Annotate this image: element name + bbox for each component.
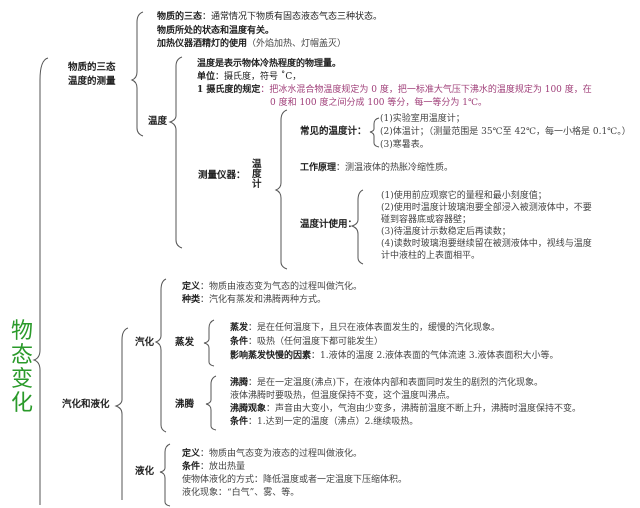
usage-line: (3)待温度计示数稳定后再读数； (381, 227, 511, 237)
bold-term: 条件 (182, 462, 201, 472)
bold-term: 加热仪器酒精灯的使用 (157, 39, 248, 49)
bold-term: 1 摄氏度的规定 (197, 85, 261, 95)
char: 计 (252, 179, 262, 190)
temperature-label: 温度 (148, 116, 168, 127)
usage-line: (4)读数时玻璃泡要继续留在被测液体中，视线与温度 (381, 239, 592, 249)
bold-term: 种类 (182, 295, 201, 305)
page-title: 物 态 变 化 (10, 320, 34, 416)
evaporation-line: 蒸发：是在任何温度下，且只在液体表面发生的，缓慢的汽化现象。 (230, 322, 500, 334)
bold-term: 定义 (182, 282, 201, 292)
bold-term: 工作原理 (300, 163, 337, 173)
title-char: 态 (10, 343, 33, 368)
boiling-line: 液体沸腾时要吸热，但温度保持不变，这个温度叫沸点。 (230, 391, 456, 401)
char: 度 (252, 169, 262, 180)
desc: ：把冰水混合物温度规定为 0 度，把一标准大气压下沸水的温度规定为 100 度，… (260, 85, 592, 95)
boiling-line: 沸腾观象：声音由大变小，气泡由少变多，沸腾前温度不断上升，沸腾时温度保持不变。 (230, 403, 581, 415)
liquefaction-condition: 条件：放出热量 (182, 461, 245, 473)
bold-term: 条件 (230, 337, 249, 347)
celsius-rule-line1: 1 摄氏度的规定：把冰水混合物温度规定为 0 度，把一标准大气压下沸水的温度规定… (197, 84, 592, 96)
thermometer-vertical-label: 温 度 计 (252, 160, 262, 190)
title-char: 变 (10, 367, 33, 392)
evaporation-label: 蒸发 (175, 337, 195, 348)
liquefaction-definition: 定义：物质由气态变为液态的过程叫做液化。 (182, 448, 362, 460)
desc: ：是在一定温度(沸点)下，在液体内部和表面同时发生的剧烈的汽化现象。 (248, 378, 544, 388)
section1-label-line1: 物质的三态 (68, 62, 116, 73)
evaporation-line: 条件：吸热（任何温度下都可能发生） (230, 336, 383, 348)
usage-line: (1)使用前应观察它的量程和最小刻度值； (381, 191, 547, 201)
desc: ：通常情况下物质有固态液态气态三种状态。 (202, 12, 383, 22)
desc: ：摄氏度，符号 ˚C， (215, 72, 302, 82)
usage-line: 计中液柱的上表面相平。 (381, 251, 481, 261)
vaporization-definition: 定义：物质由液态变为气态的过程叫做汽化。 (182, 281, 362, 293)
celsius-rule-line2: 0 度和 100 度之间分成 100 等分，每一等分为 1℃。 (270, 98, 488, 108)
desc: ：吸热（任何温度下都可能发生） (248, 337, 384, 347)
title-char: 物 (10, 319, 33, 344)
desc: ：物质由气态变为液态的过程叫做液化。 (200, 449, 363, 459)
desc: ：物质由液态变为气态的过程叫做汽化。 (200, 282, 363, 292)
thermometer-usage-label: 温度计使用： (300, 219, 358, 230)
unit-line: 单位：摄氏度，符号 ˚C， (197, 71, 301, 83)
desc: ：测温液体的热胀冷缩性质。 (336, 163, 454, 173)
desc: ：是在任何温度下，且只在液体表面发生的，缓慢的汽化现象。 (248, 323, 501, 333)
title-char: 化 (10, 391, 33, 416)
bold-term: 物质所处的状态和温度有关。 (157, 26, 275, 36)
boiling-label: 沸腾 (175, 399, 195, 410)
three-states-line: 物质的三态：通常情况下物质有固态液态气态三种状态。 (157, 11, 382, 23)
bold-term: 物质的三态 (157, 12, 203, 22)
usage-line: (2)使用时温度计玻璃泡要全部浸入被测液体中，不要 (381, 203, 592, 213)
desc: ：1.达到一定的温度（沸点）2.继续吸热。 (248, 417, 419, 427)
common-item: (2)体温计；（测量范围是 35℃至 42℃，每一小格是 0.1℃。） (380, 127, 631, 137)
bold-term: 单位 (197, 72, 216, 82)
vaporization-types: 种类：汽化有蒸发和沸腾两种方式。 (182, 294, 326, 306)
bold-term: 条件 (230, 417, 249, 427)
desc: ：汽化有蒸发和沸腾两种方式。 (200, 295, 327, 305)
char: 温 (252, 159, 262, 170)
section2-label: 汽化和液化 (62, 399, 110, 410)
bold-term: 影响蒸发快慢的因素 (230, 351, 312, 361)
liquefaction-phenomena: 液化现象：“白气”、雾、等。 (182, 488, 300, 498)
temperature-definition: 温度是表示物体冷热程度的物理量。 (197, 59, 342, 69)
common-item: (3)寒暑表。 (380, 140, 429, 150)
boiling-line: 沸腾：是在一定温度(沸点)下，在液体内部和表面同时发生的剧烈的汽化现象。 (230, 377, 543, 389)
evaporation-line: 影响蒸发快慢的因素：1.液体的温度 2.液体表面的气体流速 3.液体表面积大小等… (230, 350, 559, 362)
desc: ：1.液体的温度 2.液体表面的气体流速 3.液体表面积大小等。 (311, 351, 559, 361)
alcohol-lamp-line: 加热仪器酒精灯的使用（外焰加热、灯帽盖灭） (157, 38, 346, 50)
instrument-label: 测量仪器： (198, 170, 246, 181)
vaporization-label: 汽化 (135, 337, 155, 348)
bold-term: 沸腾 (230, 378, 249, 388)
bold-term: 沸腾观象 (230, 404, 267, 414)
state-temp-line: 物质所处的状态和温度有关。 (157, 25, 274, 37)
usage-line: 碰到容器底或容器壁； (381, 215, 472, 225)
desc: （外焰加热、灯帽盖灭） (247, 39, 347, 49)
desc: ：放出热量 (200, 462, 246, 472)
desc: ：声音由大变小，气泡由少变多，沸腾前温度不断上升，沸腾时温度保持不变。 (266, 404, 582, 414)
section1-label-line2: 温度的测量 (68, 76, 116, 87)
liquefaction-label: 液化 (135, 466, 155, 477)
common-thermometers-label: 常见的温度计： (300, 126, 367, 137)
bold-term: 蒸发 (230, 323, 249, 333)
liquefaction-method: 使物体液化的方式：降低温度或者一定温度下压缩体积。 (182, 475, 408, 485)
boiling-line: 条件：1.达到一定的温度（沸点）2.继续吸热。 (230, 416, 418, 428)
bold-term: 定义 (182, 449, 201, 459)
common-item: (1)实验室用温度计； (380, 114, 465, 124)
working-principle-line: 工作原理：测温液体的热胀冷缩性质。 (300, 162, 453, 174)
